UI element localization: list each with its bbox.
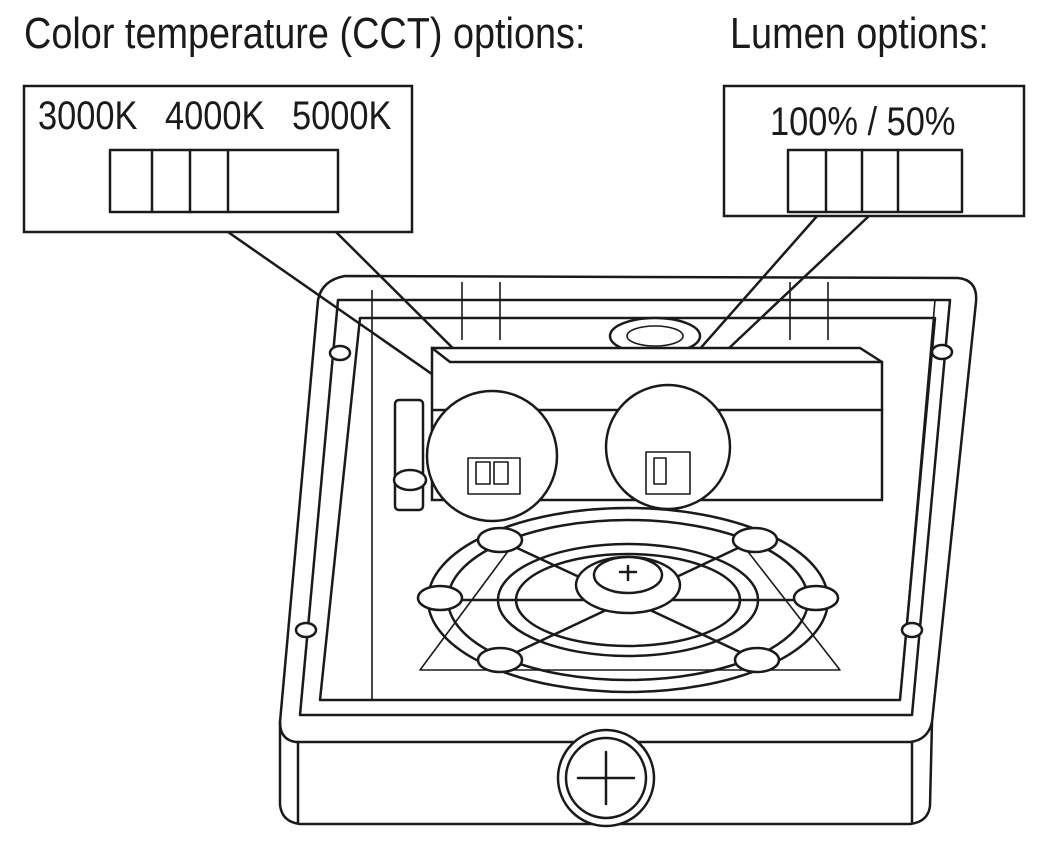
cct-option-4000k: 4000K (165, 94, 265, 138)
cct-option-5000k: 5000K (292, 94, 392, 138)
front-screw (556, 728, 656, 828)
cct-options-heading: Color temperature (CCT) options: (24, 9, 586, 58)
lumen-switch-magnifier (604, 383, 732, 511)
housing-inner (298, 282, 952, 717)
lumen-dip-switch (786, 148, 964, 214)
cct-dip-switch (108, 148, 340, 214)
lumen-options-heading: Lumen options: (730, 9, 989, 58)
cct-switch-magnifier (425, 389, 559, 523)
cct-callout-box (22, 84, 414, 234)
cct-option-3000k: 3000K (38, 94, 138, 138)
lumen-callout-box (722, 84, 1026, 218)
mounting-plate (416, 506, 841, 694)
corner-posts (294, 343, 954, 639)
ground-screw (392, 398, 428, 512)
lumen-option-100-50: 100% / 50% (770, 100, 956, 144)
